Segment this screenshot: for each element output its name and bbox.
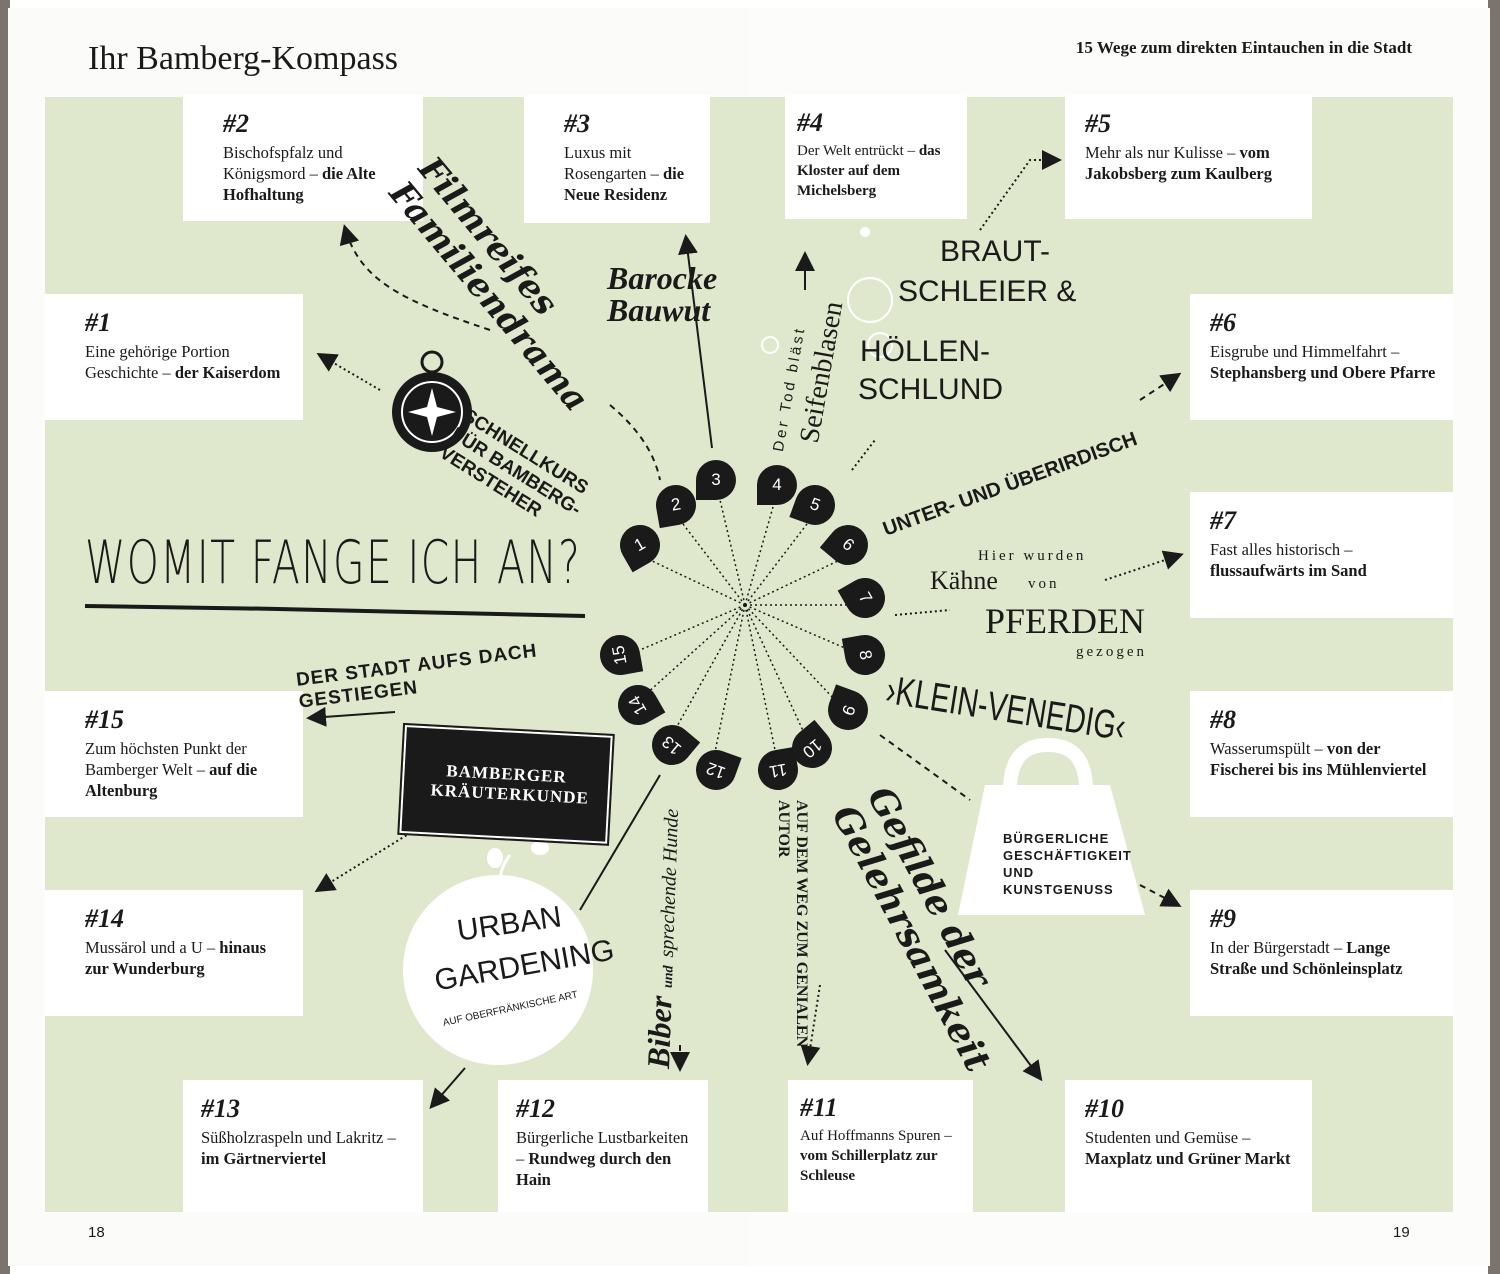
pin-4[interactable]: 4 bbox=[757, 465, 797, 505]
label-pferden: PFERDEN bbox=[985, 601, 1146, 641]
book-edge-left bbox=[0, 0, 10, 1274]
label-hier-wurden: Hier wurden bbox=[978, 548, 1087, 564]
bubbles-icon bbox=[761, 227, 893, 358]
label-braut-2: SCHLEIER & bbox=[898, 275, 1077, 308]
page-subtitle: 15 Wege zum direkten Eintauchen in die S… bbox=[1075, 38, 1412, 57]
label-kaehne: Kähne bbox=[930, 566, 998, 595]
label-buergerlich: BÜRGERLICHE GESCHÄFTIGKEIT UND KUNSTGENU… bbox=[1003, 831, 1132, 897]
urban-gardening-badge bbox=[403, 841, 593, 1065]
label-kraeuterkunde: BAMBERGER KRÄUTERKUNDE bbox=[397, 722, 615, 846]
pin-3[interactable]: 3 bbox=[696, 460, 736, 500]
label-von: von bbox=[1028, 576, 1060, 592]
page-title: Ihr Bamberg-Kompass bbox=[88, 40, 399, 77]
headline: WOMIT FANGE ICH AN? bbox=[85, 528, 582, 598]
label-hoellen-2: SCHLUND bbox=[858, 373, 1004, 406]
label-autor: AUF DEM WEG ZUM GENIALEN AUTOR bbox=[775, 800, 810, 1048]
label-gezogen: gezogen bbox=[1076, 644, 1147, 660]
page-number-left: 18 bbox=[88, 1224, 105, 1241]
compass-icon bbox=[392, 350, 472, 452]
page-number-right: 19 bbox=[1393, 1224, 1410, 1241]
label-hoellen-1: HÖLLEN- bbox=[860, 335, 991, 368]
label-braut-1: BRAUT- bbox=[940, 235, 1051, 268]
green-area bbox=[45, 97, 1453, 1212]
weight-icon bbox=[958, 737, 1145, 915]
book-edge-right bbox=[1488, 0, 1500, 1274]
label-barock: Barocke Bauwut bbox=[607, 260, 718, 328]
